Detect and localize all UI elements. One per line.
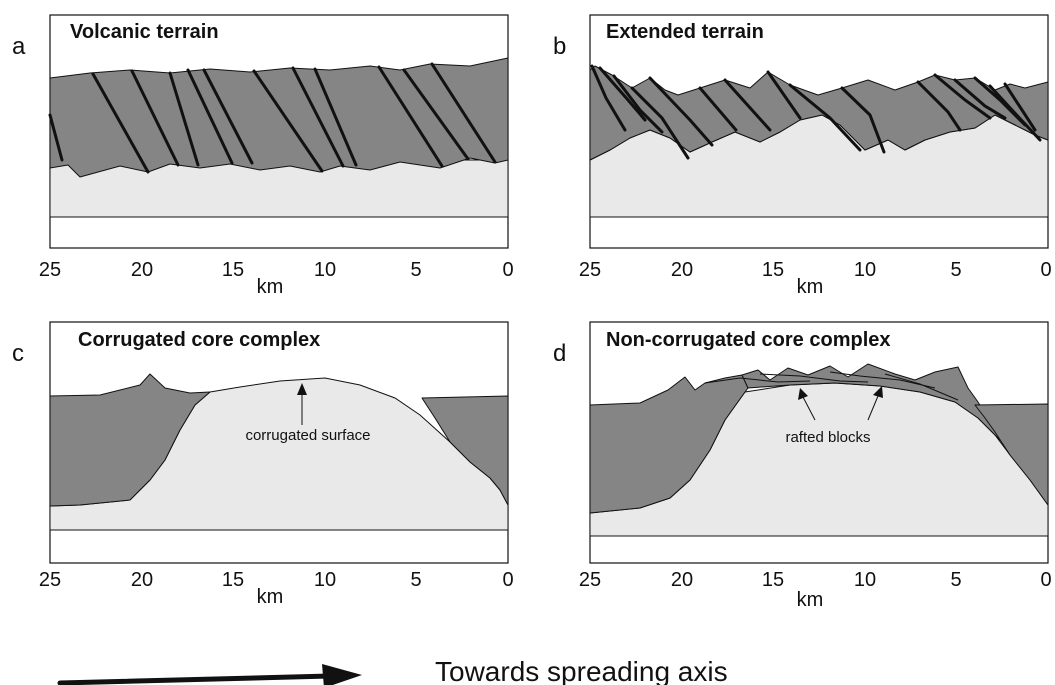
panel-d-tick-10: 10 (854, 569, 876, 591)
panel-c-left-hangingwall (49, 373, 211, 507)
panel-b-tick-20: 20 (671, 259, 693, 281)
panel-a: a Volcanic terrain 25 20 15 10 5 0 (12, 14, 514, 298)
panel-c-tick-0: 0 (502, 569, 513, 591)
panel-a-axis: 25 20 15 10 5 0 km (39, 259, 514, 298)
panel-a-tick-0: 0 (502, 259, 513, 281)
panel-d-tick-0: 0 (1040, 569, 1051, 591)
panel-d-raft-lines (704, 371, 959, 401)
panel-b-faults (590, 64, 1042, 160)
panel-a-tick-5: 5 (410, 259, 421, 281)
panel-a-tick-10: 10 (314, 259, 336, 281)
panel-a-tick-15: 15 (222, 259, 244, 281)
panel-d-tick-15: 15 (762, 569, 784, 591)
panel-b-title: Extended terrain (606, 21, 764, 43)
rafted-blocks-label: rafted blocks (785, 429, 870, 446)
panel-b-tick-0: 0 (1040, 259, 1051, 281)
panel-b-axis: 25 20 15 10 5 0 km (579, 259, 1052, 298)
panel-d-tick-20: 20 (671, 569, 693, 591)
panel-c-axis: 25 20 15 10 5 0 km (39, 569, 514, 608)
panel-c: c Corrugated core complex corrugated sur… (12, 321, 514, 608)
panel-c-arrow-head (297, 383, 307, 395)
panel-a-faults (48, 62, 497, 174)
panel-c-tick-10: 10 (314, 569, 336, 591)
panel-d-right-hangingwall (974, 403, 1049, 506)
direction-arrow-shaft (57, 673, 333, 685)
direction-arrow-head (322, 664, 362, 685)
panel-c-title: Corrugated core complex (78, 329, 320, 351)
panel-c-tick-5: 5 (410, 569, 421, 591)
panel-b-letter: b (553, 33, 566, 60)
panel-d-unit: km (797, 589, 824, 611)
panel-a-footwall (49, 159, 509, 218)
panel-b-tick-25: 25 (579, 259, 601, 281)
panel-a-tick-25: 25 (39, 259, 61, 281)
panel-a-title: Volcanic terrain (70, 21, 219, 43)
corrugated-surface-label: corrugated surface (245, 427, 370, 444)
panel-d-arrow-right-head (873, 386, 883, 398)
panel-a-tick-20: 20 (131, 259, 153, 281)
panel-a-unit: km (257, 276, 284, 298)
panel-b: b Extended terrain 25 20 15 (553, 14, 1052, 298)
panel-c-tick-20: 20 (131, 569, 153, 591)
panel-b-unit: km (797, 276, 824, 298)
panel-b-tick-10: 10 (854, 259, 876, 281)
panel-b-tick-15: 15 (762, 259, 784, 281)
panel-c-letter: c (12, 340, 24, 367)
panel-c-right-hangingwall (421, 395, 509, 506)
panel-d-rafted-blocks (741, 363, 1006, 446)
panel-d-arrow-left-head (798, 388, 808, 400)
panel-b-tick-5: 5 (950, 259, 961, 281)
panel-a-letter: a (12, 33, 26, 60)
panel-d-letter: d (553, 340, 566, 367)
panel-c-unit: km (257, 586, 284, 608)
panel-d-tick-5: 5 (950, 569, 961, 591)
panel-d-title: Non-corrugated core complex (606, 329, 891, 351)
direction-arrow (57, 664, 362, 685)
panel-c-tick-15: 15 (222, 569, 244, 591)
panel-d-arrow-right-shaft (867, 395, 879, 421)
panel-d-tick-25: 25 (579, 569, 601, 591)
panel-d-axis: 25 20 15 10 5 0 km (579, 569, 1052, 611)
panel-d: d Non-corrugated core complex rafted blo… (553, 321, 1052, 611)
caption: Towards spreading axis (435, 656, 728, 685)
panel-d-arrow-left-shaft (802, 396, 816, 421)
panel-c-tick-25: 25 (39, 569, 61, 591)
